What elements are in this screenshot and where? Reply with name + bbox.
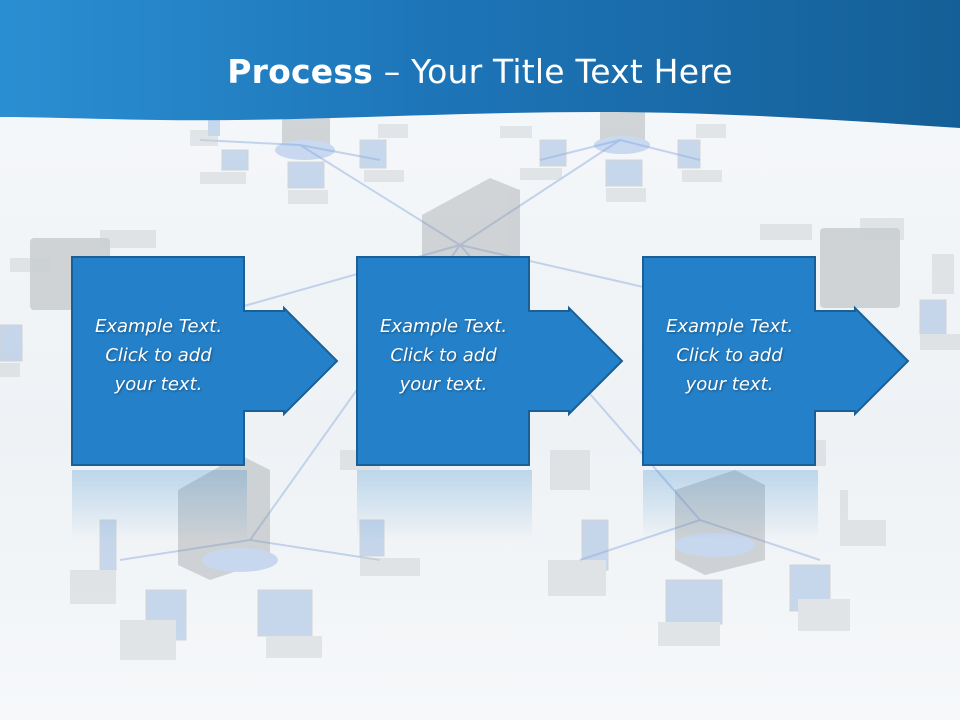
laptop-icon <box>257 589 322 658</box>
step-text[interactable]: Example Text. Click to add your text. <box>642 312 817 399</box>
step-reflection <box>357 470 532 540</box>
laptop-icon <box>789 564 850 631</box>
title-bold-part: Process <box>227 52 374 91</box>
laptop-icon <box>605 159 646 202</box>
step-line: your text. <box>399 374 488 395</box>
laptop-icon <box>548 519 609 596</box>
process-step-1[interactable]: Example Text. Click to add your text. <box>71 256 416 468</box>
server-icon <box>178 455 278 580</box>
process-step-3[interactable]: Example Text. Click to add your text. <box>642 256 960 468</box>
laptop-icon <box>840 490 886 546</box>
laptop-icon <box>696 124 726 138</box>
process-step-shape <box>71 256 339 466</box>
laptop-icon <box>932 254 954 294</box>
laptop-icon <box>359 519 420 576</box>
laptop-icon <box>860 218 904 240</box>
step-text[interactable]: Example Text. Click to add your text. <box>356 312 531 399</box>
laptop-icon <box>520 139 567 180</box>
step-reflection <box>72 470 247 540</box>
laptop-icon <box>677 139 722 182</box>
step-line: Click to add <box>105 345 212 366</box>
server-icon <box>820 228 900 308</box>
laptop-icon <box>70 519 117 604</box>
step-line: Example Text. <box>665 316 794 337</box>
process-step-shape <box>356 256 624 466</box>
laptop-icon <box>200 149 249 184</box>
process-step-shape <box>642 256 910 466</box>
step-text[interactable]: Example Text. Click to add your text. <box>71 312 246 399</box>
server-icon <box>675 470 765 575</box>
laptop-icon <box>100 230 156 248</box>
laptop-icon <box>10 258 50 272</box>
step-line: Click to add <box>676 345 783 366</box>
laptop-icon <box>120 589 187 660</box>
step-reflection <box>643 470 818 540</box>
server-icon <box>594 100 650 154</box>
step-line: Example Text. <box>379 316 508 337</box>
laptop-icon <box>550 450 590 490</box>
step-line: your text. <box>114 374 203 395</box>
step-line: your text. <box>685 374 774 395</box>
step-line: Example Text. <box>94 316 223 337</box>
laptop-icon <box>658 579 723 646</box>
process-step-2[interactable]: Example Text. Click to add your text. <box>356 256 701 468</box>
laptop-icon <box>0 324 23 377</box>
laptop-icon <box>287 161 328 204</box>
laptop-icon <box>190 118 220 146</box>
header-band <box>0 0 960 128</box>
slide-title[interactable]: Process – Your Title Text Here <box>0 52 960 91</box>
laptop-icon <box>359 139 404 182</box>
laptop-icon <box>760 224 812 240</box>
step-line: Click to add <box>390 345 497 366</box>
laptop-icon <box>378 124 408 138</box>
title-rest-part: – Your Title Text Here <box>373 52 733 91</box>
laptop-icon <box>500 126 532 138</box>
laptop-icon <box>919 299 960 350</box>
